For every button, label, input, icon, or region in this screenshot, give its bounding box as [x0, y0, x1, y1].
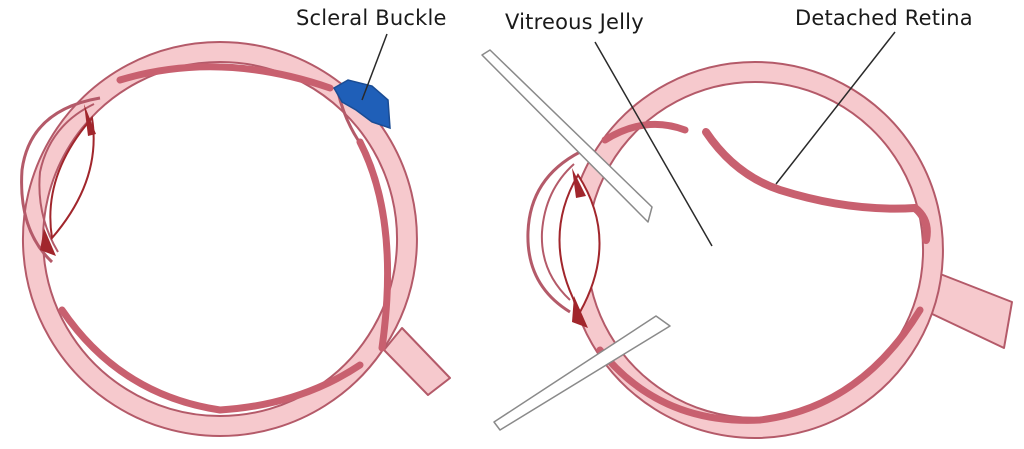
right-iris-bottom — [572, 296, 588, 328]
scleral-buckle-label: Scleral Buckle — [296, 6, 447, 30]
right-eye — [526, 61, 1013, 439]
left-sclera — [22, 41, 418, 437]
right-iris-space — [540, 163, 575, 301]
left-iris-top — [84, 104, 96, 136]
left-iris-bottom — [40, 228, 56, 256]
vitreous-jelly-leader — [594, 41, 713, 247]
left-lens — [49, 115, 95, 241]
detached-retina-shape — [702, 128, 931, 244]
detached-retina-leader — [775, 31, 896, 185]
left-cornea — [20, 96, 101, 264]
right-sclera — [565, 61, 944, 439]
left-iris-space — [38, 103, 95, 253]
upper-instrument — [481, 49, 653, 223]
left-eye — [20, 41, 451, 437]
detached-retina-label: Detached Retina — [795, 6, 973, 30]
vitreous-jelly-label: Vitreous Jelly — [505, 10, 644, 34]
scleral-buckle-shape — [332, 79, 391, 130]
lower-instrument — [493, 315, 671, 431]
right-cornea — [526, 150, 581, 314]
right-retina-top-left — [601, 120, 689, 144]
scleral-buckle-leader — [361, 33, 388, 101]
left-optic-nerve — [383, 327, 451, 396]
left-retina-top — [116, 63, 334, 92]
right-iris-top — [572, 168, 586, 198]
left-retina-right — [356, 138, 392, 352]
right-retina-bottom — [596, 306, 924, 424]
left-retina-bottom — [58, 306, 364, 414]
